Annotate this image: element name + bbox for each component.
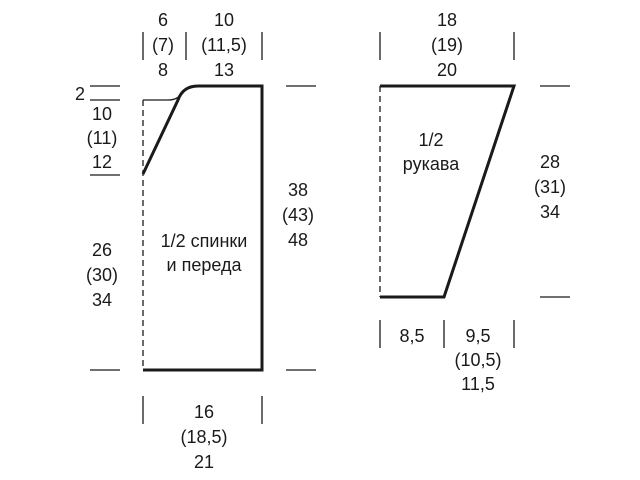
- body-outline: [141, 84, 264, 372]
- cuff-right-size1: 9,5: [465, 326, 490, 346]
- lower-side-size1: 26: [92, 240, 112, 260]
- cuff-right-size2: (10,5): [454, 350, 501, 370]
- lower-side-size3: 34: [92, 290, 112, 310]
- neck-edge: [143, 92, 183, 101]
- lower-side-size2: (30): [86, 265, 118, 285]
- shoulder-width-size2: (11,5): [201, 35, 247, 55]
- sleeve-height-size3: 34: [540, 202, 560, 222]
- sleeve-height-size1: 28: [540, 152, 560, 172]
- neck-depth-size2: (11): [87, 128, 118, 148]
- total-height-size3: 48: [288, 230, 308, 250]
- neck-width-size3: 8: [158, 60, 168, 80]
- body-panel-title: 1/2 спинки: [161, 231, 248, 251]
- bottom-width-size1: 16: [194, 402, 214, 422]
- neck-depth-size1: 10: [92, 104, 112, 124]
- neck-width-size2: (7): [152, 35, 174, 55]
- shoulder-width-size1: 10: [214, 10, 234, 30]
- shoulder-width-size3: 13: [214, 60, 234, 80]
- body-panel: 1/2 спинки и переда 6 (7) 8 10 (11,5) 13…: [75, 10, 316, 472]
- total-height-size1: 38: [288, 180, 308, 200]
- sleeve-top-size2: (19): [431, 35, 463, 55]
- body-panel-subtitle: и переда: [167, 255, 243, 275]
- cuff-left: 8,5: [399, 326, 424, 346]
- sleeve-panel: 1/2 рукава 18 (19) 20 28 (31) 34 8,5 9,5…: [379, 10, 570, 394]
- cuff-right-size3: 11,5: [461, 374, 495, 394]
- neck-drop: 2: [75, 84, 85, 104]
- total-height-size2: (43): [282, 205, 314, 225]
- sleeve-panel-subtitle: рукава: [403, 154, 460, 174]
- sleeve-top-size3: 20: [437, 60, 457, 80]
- sleeve-panel-title: 1/2: [418, 130, 443, 150]
- bottom-width-size3: 21: [194, 452, 214, 472]
- sleeve-top-size1: 18: [437, 10, 457, 30]
- neck-depth-size3: 12: [92, 152, 112, 172]
- neck-width-size1: 6: [158, 10, 168, 30]
- sleeve-outline: [380, 84, 517, 299]
- bottom-width-size2: (18,5): [180, 427, 227, 447]
- sleeve-height-size2: (31): [534, 177, 566, 197]
